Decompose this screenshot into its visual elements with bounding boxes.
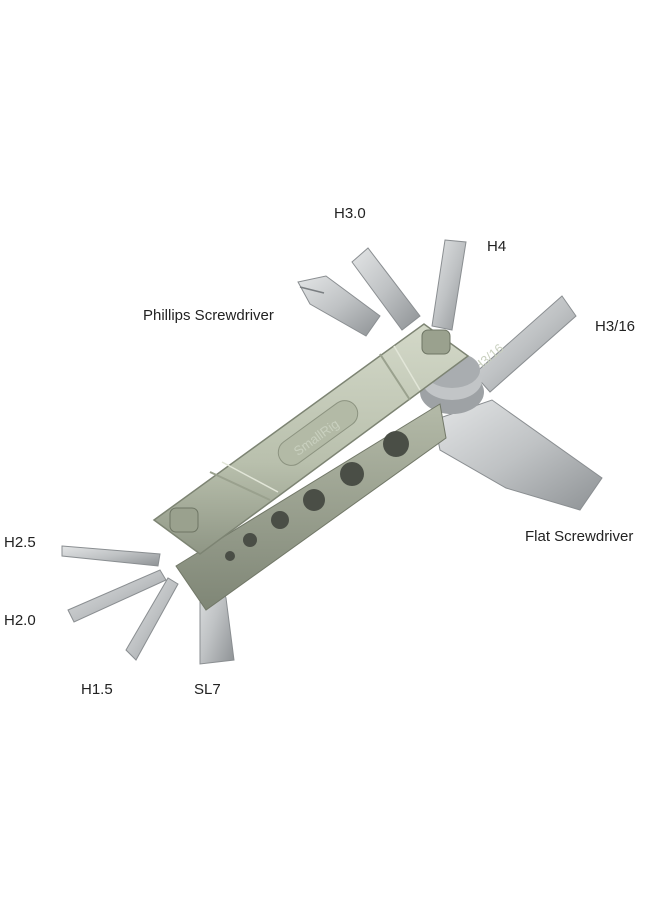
bit-h4 — [431, 239, 467, 331]
label-h20: H2.0 — [4, 612, 36, 629]
bit-h25 — [61, 545, 161, 567]
bit-h30 — [351, 247, 421, 331]
label-h4: H4 — [487, 238, 507, 255]
label-sl7: SL7 — [194, 681, 221, 698]
handle: SmallRig — [152, 323, 470, 555]
label-h25: H2.5 — [4, 534, 36, 551]
bottom-rail — [175, 403, 447, 611]
label-flat-screwdriver: Flat Screwdriver — [525, 528, 634, 545]
label-h30: H3.0 — [334, 205, 366, 222]
bottom-bits — [61, 545, 235, 665]
bit-flat — [433, 399, 603, 511]
bit-phillips — [297, 275, 381, 337]
label-h15: H1.5 — [81, 681, 113, 698]
bit-h316 — [473, 295, 577, 393]
bit-h15 — [125, 577, 179, 661]
top-bits: H3/16 — [297, 239, 603, 511]
label-phillips-screwdriver: Phillips Screwdriver — [143, 307, 274, 324]
bit-h20 — [67, 569, 167, 623]
label-h316: H3/16 — [595, 318, 636, 335]
